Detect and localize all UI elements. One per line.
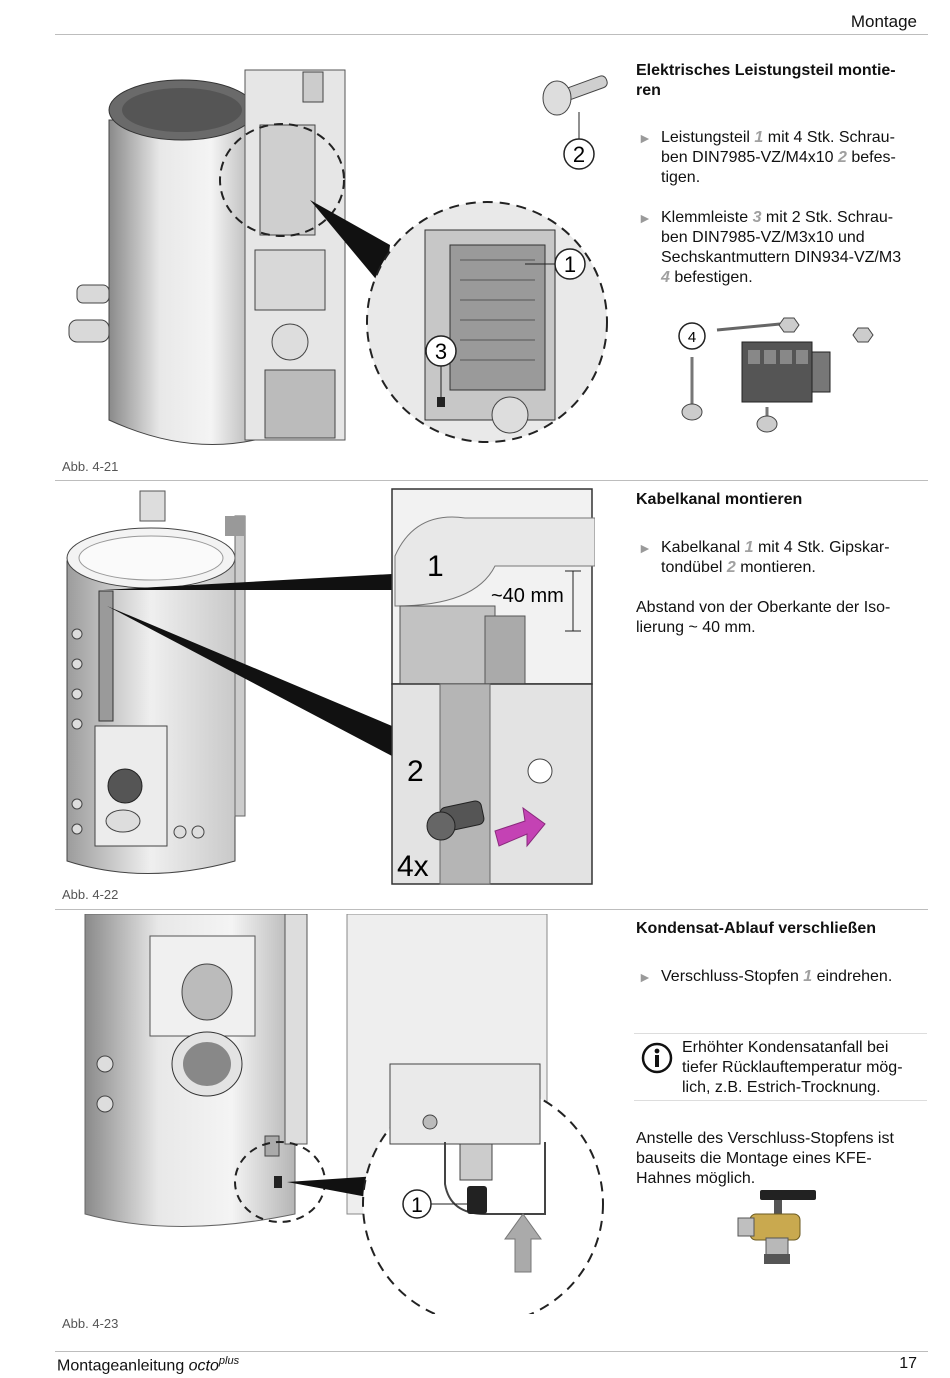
dimension-40mm: ~40 mm — [491, 585, 564, 607]
footer-manual-title: Montageanleitung octoplus — [57, 1355, 240, 1375]
step-text: Sechskantmuttern DIN934-VZ/M3 — [661, 249, 902, 266]
step-condensate-plug: ► Verschluss-Stopfen 1 eindrehen. — [638, 967, 928, 991]
step-line: tondübel 2 montieren. — [661, 558, 929, 578]
step-text: eindrehen. — [812, 968, 893, 985]
quantity-4x: 4x — [397, 850, 429, 883]
terminal-strip-illustration: 4 — [678, 317, 874, 433]
step-line: ben DIN7985-VZ/M4x10 2 befes- — [661, 148, 929, 168]
step-line: Leistungsteil 1 mit 4 Stk. Schrau- — [661, 128, 929, 148]
step-line: Klemmleiste 3 mit 2 Stk. Schrau- — [661, 208, 929, 228]
step-line: 4 befestigen. — [661, 268, 929, 288]
step-text: befestigen. — [669, 269, 753, 286]
callout-3: 3 — [435, 339, 447, 364]
reference-number: 1 — [744, 539, 754, 556]
drain-plug-icon — [467, 1186, 487, 1214]
footer-rule — [55, 1351, 928, 1352]
reference-number: 1 — [754, 129, 764, 146]
reference-number: 4 — [661, 269, 670, 286]
callout-duct-1: 1 — [427, 550, 444, 583]
step-text: mit 4 Stk. Gipskar- — [753, 539, 890, 556]
step-text: Klemmleiste — [661, 209, 753, 226]
section-divider — [55, 909, 928, 910]
callout-4: 4 — [688, 329, 696, 346]
kfe-valve-illustration — [737, 1190, 816, 1264]
step-terminal-strip: ► Klemmleiste 3 mit 2 Stk. Schrau-ben DI… — [638, 208, 928, 292]
figure-cable-duct: 1 ~40 mm 2 4x — [66, 488, 595, 885]
reference-number: 2 — [837, 149, 847, 166]
direction-arrow-icon — [494, 806, 546, 848]
step-text: Verschluss-Stopfen — [661, 968, 804, 985]
page-number: 17 — [899, 1355, 917, 1372]
callout-2: 2 — [573, 142, 585, 167]
reference-number: 3 — [752, 209, 762, 226]
reference-number: 2 — [726, 559, 736, 576]
info-note-box: Erhöhter Kondensatanfall bei tiefer Rück… — [634, 1033, 927, 1101]
section-title-power-unit: Elektrisches Leistungsteil montie- ren — [636, 62, 896, 99]
step-text: tondübel — [661, 559, 727, 576]
step-text: mit 2 Stk. Schrau- — [761, 209, 894, 226]
paragraph-kfe-alternative: Anstelle des Verschluss-Stopfens ist bau… — [636, 1130, 894, 1187]
callout-1: 1 — [564, 252, 576, 277]
section-title-cable-duct: Kabelkanal montieren — [636, 491, 803, 508]
step-text: mit 4 Stk. Schrau- — [763, 129, 895, 146]
step-text: Kabelkanal — [661, 539, 745, 556]
step-cable-duct: ► Kabelkanal 1 mit 4 Stk. Gipskar-tondüb… — [638, 538, 928, 582]
step-line: Kabelkanal 1 mit 4 Stk. Gipskar- — [661, 538, 929, 558]
step-arrow-icon: ► — [638, 540, 652, 556]
step-power-unit-1: ► Leistungsteil 1 mit 4 Stk. Schrau-ben … — [638, 128, 928, 192]
step-text: ben DIN7985-VZ/M3x10 und — [661, 229, 865, 246]
info-note-text: Erhöhter Kondensatanfall bei tiefer Rück… — [682, 1039, 903, 1096]
reference-number: 1 — [803, 968, 813, 985]
section-title-condensate: Kondensat-Ablauf verschließen — [636, 920, 877, 937]
callout-plug-1: 1 — [411, 1194, 423, 1217]
figure-power-unit: 1 3 2 — [68, 69, 608, 445]
direction-arrow-up-icon — [504, 1213, 542, 1273]
callout-plug-2: 2 — [407, 755, 424, 788]
step-line: ben DIN7985-VZ/M3x10 und — [661, 228, 929, 248]
step-text: tigen. — [661, 169, 701, 186]
figure-label-4-22: Abb. 4-22 — [62, 887, 119, 902]
step-text: Leistungsteil — [661, 129, 755, 146]
header-section-title: Montage — [850, 12, 917, 31]
wall-plug-icon — [426, 800, 485, 841]
info-icon — [641, 1042, 673, 1074]
step-line: tigen. — [661, 168, 929, 188]
section-divider — [55, 480, 928, 481]
figure-condensate-drain: 1 — [84, 914, 604, 1314]
step-line: Verschluss-Stopfen 1 eindrehen. — [661, 967, 929, 987]
step-arrow-icon: ► — [638, 969, 652, 985]
paragraph-distance-note: Abstand von der Oberkante der Iso- lieru… — [636, 599, 891, 636]
step-text: befes- — [846, 149, 896, 166]
figure-label-4-21: Abb. 4-21 — [62, 459, 119, 474]
screw-m4-icon — [542, 75, 608, 116]
step-arrow-icon: ► — [638, 130, 652, 146]
figure-label-4-23: Abb. 4-23 — [62, 1316, 119, 1331]
step-text: montieren. — [735, 559, 816, 576]
step-arrow-icon: ► — [638, 210, 652, 226]
step-text: ben DIN7985-VZ/M4x10 — [661, 149, 838, 166]
step-line: Sechskantmuttern DIN934-VZ/M3 — [661, 248, 929, 268]
header-rule — [55, 34, 928, 35]
